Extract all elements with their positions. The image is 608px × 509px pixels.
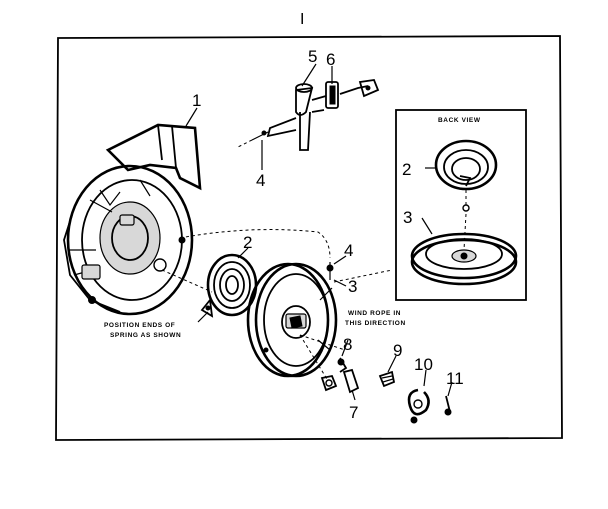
rope-note-line1: WIND ROPE IN [348,310,401,317]
inset-callout-2: 2 [402,160,411,179]
assembly-lines [161,229,393,385]
callout-4-pulley: 4 [344,241,353,260]
callout-3: 3 [348,277,357,296]
starter-handle [235,83,327,151]
callout-5: 5 [308,47,317,66]
diagram-frame [55,35,563,441]
spring-note-line1: POSITION ENDS OF [104,322,175,329]
header-mark: I [300,11,304,28]
pulley [246,262,338,378]
rope-retainer [325,79,380,109]
callout-7: 7 [349,403,358,422]
leader-lines [185,63,453,401]
callout-8: 8 [343,335,352,354]
back-view-inset: BACK VIEW 2 3 [395,109,527,301]
callout-6: 6 [326,50,335,69]
callout-11: 11 [446,369,464,388]
callout-4-handle: 4 [256,171,265,190]
blower-housing [63,123,202,316]
callout-1: 1 [192,91,201,110]
callout-10: 10 [414,355,433,374]
callout-2: 2 [243,233,252,252]
spring-note-line2: SPRING AS SHOWN [110,332,181,339]
small-parts [320,357,452,424]
inset-title: BACK VIEW [438,117,481,124]
callout-9: 9 [393,341,402,360]
inset-callout-3: 3 [403,208,412,227]
rope-note-line2: THIS DIRECTION [345,320,406,327]
